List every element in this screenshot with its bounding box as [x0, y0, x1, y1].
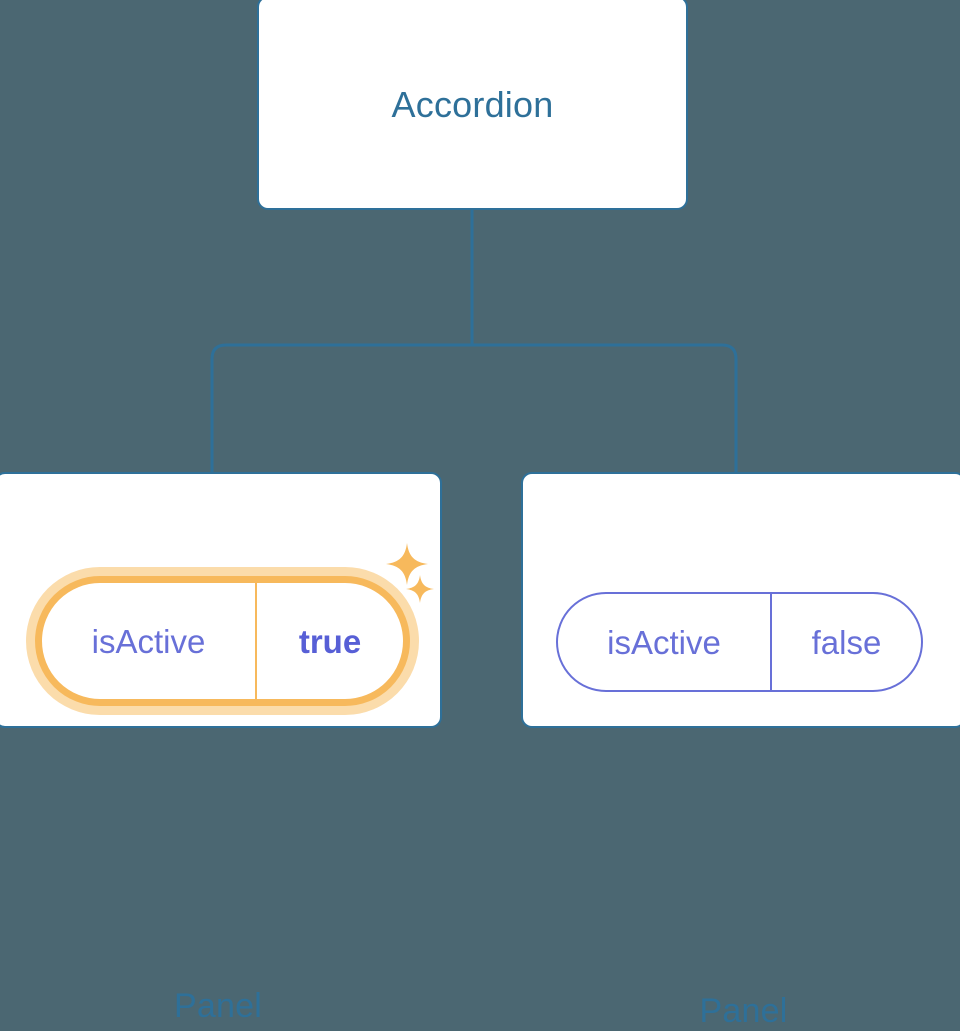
prop-key: isActive: [558, 594, 772, 690]
prop-key: isActive: [42, 583, 257, 699]
connector-branch-left: [210, 343, 472, 473]
connector-branch-right: [472, 343, 738, 473]
prop-pill-isactive-true[interactable]: isActive true: [35, 576, 410, 706]
prop-value: false: [811, 623, 882, 661]
prop-value: true: [298, 622, 362, 660]
node-accordion-title: Accordion: [391, 84, 554, 125]
node-accordion[interactable]: Accordion: [257, 0, 688, 210]
node-panel-inactive-title: Panel: [699, 992, 788, 1030]
prop-pill-isactive-false[interactable]: isActive false: [556, 592, 923, 692]
node-panel-active-title: Panel: [174, 987, 262, 1025]
